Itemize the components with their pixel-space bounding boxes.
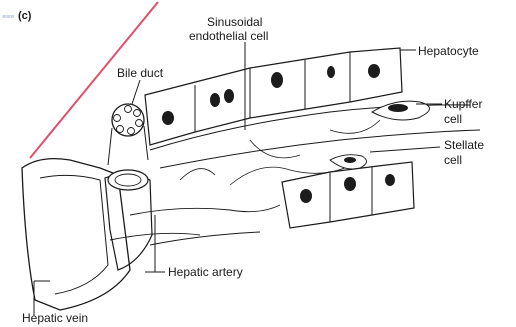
stellate-label-line1: Stellate [444, 138, 484, 152]
sinusoidal-label-line1: Sinusoidal [207, 15, 262, 29]
hepatic-artery-opening [108, 170, 148, 190]
panel-letter: (c) [18, 9, 31, 23]
accent-diagonal-line [30, 2, 158, 158]
hepatic-vein-inner-wall [40, 175, 108, 294]
kupffer-label-line1: Kupffer [444, 97, 482, 111]
stellate-label-line2: cell [444, 153, 462, 167]
sinusoidal-label-line2: endothelial cell [189, 29, 268, 43]
hepatic-vein-label: Hepatic vein [22, 311, 88, 325]
kupffer-label-line2: cell [444, 112, 462, 126]
branching-vessels [110, 205, 280, 245]
hepatocyte-label: Hepatocyte [418, 44, 479, 58]
hepatic-artery-label: Hepatic artery [168, 265, 243, 279]
bile-duct-label: Bile duct [117, 66, 163, 80]
stellate-nucleus [344, 157, 356, 163]
kupffer-nucleus [388, 104, 408, 112]
watermark-stamp: ≡≡≡≡≡ [2, 14, 14, 54]
